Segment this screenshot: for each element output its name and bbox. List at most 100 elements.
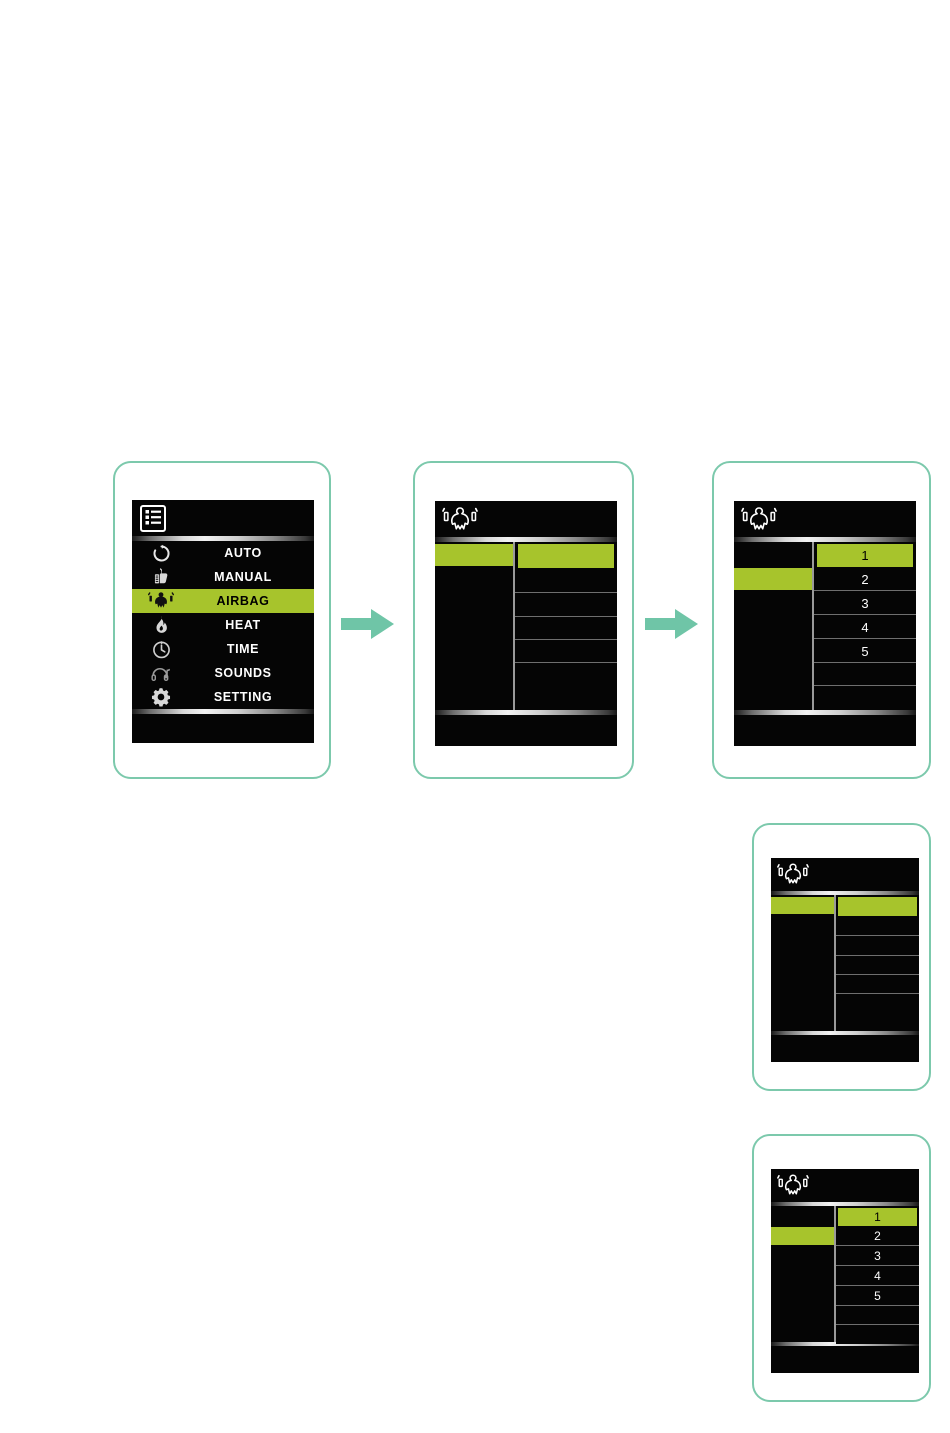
header-divider xyxy=(771,1202,919,1206)
screen-main-menu: AUTO MANUAL xyxy=(132,500,314,743)
airbag-a-right-column[interactable] xyxy=(515,542,617,710)
option-row[interactable] xyxy=(836,975,919,994)
main-menu-footer xyxy=(132,714,314,740)
option-row[interactable] xyxy=(515,593,617,617)
menu-item-label: HEAT xyxy=(225,618,261,632)
row-divider xyxy=(814,685,916,686)
option-row[interactable] xyxy=(515,640,617,663)
option-row-7[interactable] xyxy=(814,686,916,710)
menu-item-label: AUTO xyxy=(224,546,262,560)
footer-divider xyxy=(132,709,314,714)
option-row-5[interactable]: 5 xyxy=(836,1286,919,1306)
option-row-7[interactable] xyxy=(836,1325,919,1344)
option-row[interactable] xyxy=(515,663,617,703)
option-row[interactable] xyxy=(836,916,919,936)
airbag-b-columns xyxy=(771,895,919,1031)
option-row[interactable] xyxy=(515,568,617,593)
option-row[interactable] xyxy=(836,956,919,975)
row-divider xyxy=(836,1265,919,1266)
menu-item-airbag[interactable]: AIRBAG xyxy=(132,589,314,613)
footer-divider xyxy=(734,710,916,715)
option-label: 4 xyxy=(874,1269,881,1283)
airbag-b-left-column[interactable] xyxy=(771,895,836,1031)
airbag-level-b-footer xyxy=(771,1346,919,1373)
option-row-1[interactable]: 1 xyxy=(817,544,913,567)
row-divider xyxy=(814,614,916,615)
airbag-level-a-left-column[interactable] xyxy=(734,542,814,710)
menu-item-setting[interactable]: SETTING xyxy=(132,685,314,709)
screen-airbag-level-a: 1 2 3 4 5 xyxy=(734,501,916,746)
option-row[interactable] xyxy=(518,544,614,568)
header-divider xyxy=(771,891,919,895)
row-divider xyxy=(836,974,919,975)
row-divider xyxy=(814,638,916,639)
airbag-body-icon xyxy=(777,862,809,887)
row-divider xyxy=(836,1305,919,1306)
option-row[interactable] xyxy=(836,936,919,956)
list-menu-icon xyxy=(140,505,166,532)
left-selected-chip xyxy=(771,1227,834,1245)
arrow-right-1 xyxy=(341,607,395,641)
left-selected-chip xyxy=(771,897,834,914)
option-label: 3 xyxy=(874,1249,881,1263)
menu-item-sounds[interactable]: SOUNDS xyxy=(132,661,314,685)
option-row[interactable] xyxy=(836,994,919,1031)
footer-divider xyxy=(771,1031,919,1035)
option-row-2[interactable]: 2 xyxy=(814,567,916,591)
option-row-5[interactable]: 5 xyxy=(814,639,916,663)
airbag-a-left-column[interactable] xyxy=(435,542,515,710)
card-airbag-screen-b xyxy=(752,823,931,1091)
left-selected-chip xyxy=(734,568,812,590)
row-divider xyxy=(836,1245,919,1246)
airbag-level-b-left-column[interactable] xyxy=(771,1206,836,1342)
option-row-4[interactable]: 4 xyxy=(814,615,916,639)
menu-item-heat[interactable]: HEAT xyxy=(132,613,314,637)
option-row[interactable] xyxy=(838,897,917,916)
option-label: 5 xyxy=(874,1289,881,1303)
card-airbag-level-b: 1 2 3 4 5 xyxy=(752,1134,931,1402)
option-label: 2 xyxy=(874,1229,881,1243)
footer-divider xyxy=(435,710,617,715)
menu-item-label: MANUAL xyxy=(214,570,272,584)
menu-item-auto[interactable]: AUTO xyxy=(132,541,314,565)
option-row-2[interactable]: 2 xyxy=(836,1226,919,1246)
card-airbag-level-a: 1 2 3 4 5 xyxy=(712,461,931,779)
menu-item-time[interactable]: TIME xyxy=(132,637,314,661)
menu-item-manual[interactable]: MANUAL xyxy=(132,565,314,589)
option-row-3[interactable]: 3 xyxy=(814,591,916,615)
flame-icon xyxy=(132,615,190,635)
row-divider xyxy=(515,639,617,640)
row-divider xyxy=(836,993,919,994)
airbag-body-icon xyxy=(741,506,777,533)
airbag-level-a-footer xyxy=(734,715,916,745)
header-divider xyxy=(132,536,314,541)
option-row-6[interactable] xyxy=(836,1306,919,1325)
main-menu-list: AUTO MANUAL xyxy=(132,541,314,709)
airbag-level-a-columns: 1 2 3 4 5 xyxy=(734,542,916,710)
headphone-note-icon xyxy=(132,664,190,683)
airbag-body-icon xyxy=(777,1173,809,1198)
option-row-6[interactable] xyxy=(814,663,916,686)
screen-airbag-b xyxy=(771,858,919,1062)
option-row-1[interactable]: 1 xyxy=(838,1208,917,1226)
option-row-3[interactable]: 3 xyxy=(836,1246,919,1266)
airbag-b-header xyxy=(771,858,919,891)
airbag-b-right-column[interactable] xyxy=(836,895,919,1031)
airbag-a-footer xyxy=(435,715,617,745)
option-row-4[interactable]: 4 xyxy=(836,1266,919,1286)
auto-rotate-icon xyxy=(132,544,190,563)
row-divider xyxy=(814,662,916,663)
airbag-a-columns xyxy=(435,542,617,710)
airbag-level-b-columns: 1 2 3 4 5 xyxy=(771,1206,919,1344)
row-divider xyxy=(814,590,916,591)
screen-airbag-level-b: 1 2 3 4 5 xyxy=(771,1169,919,1373)
row-divider xyxy=(836,1324,919,1325)
card-airbag-screen-a xyxy=(413,461,634,779)
airbag-level-b-right-column[interactable]: 1 2 3 4 5 xyxy=(836,1206,919,1344)
option-row[interactable] xyxy=(515,617,617,640)
menu-item-label: TIME xyxy=(226,642,260,656)
row-divider xyxy=(515,592,617,593)
header-divider xyxy=(435,537,617,542)
airbag-level-a-right-column[interactable]: 1 2 3 4 5 xyxy=(814,542,916,710)
left-selected-chip xyxy=(435,544,513,566)
